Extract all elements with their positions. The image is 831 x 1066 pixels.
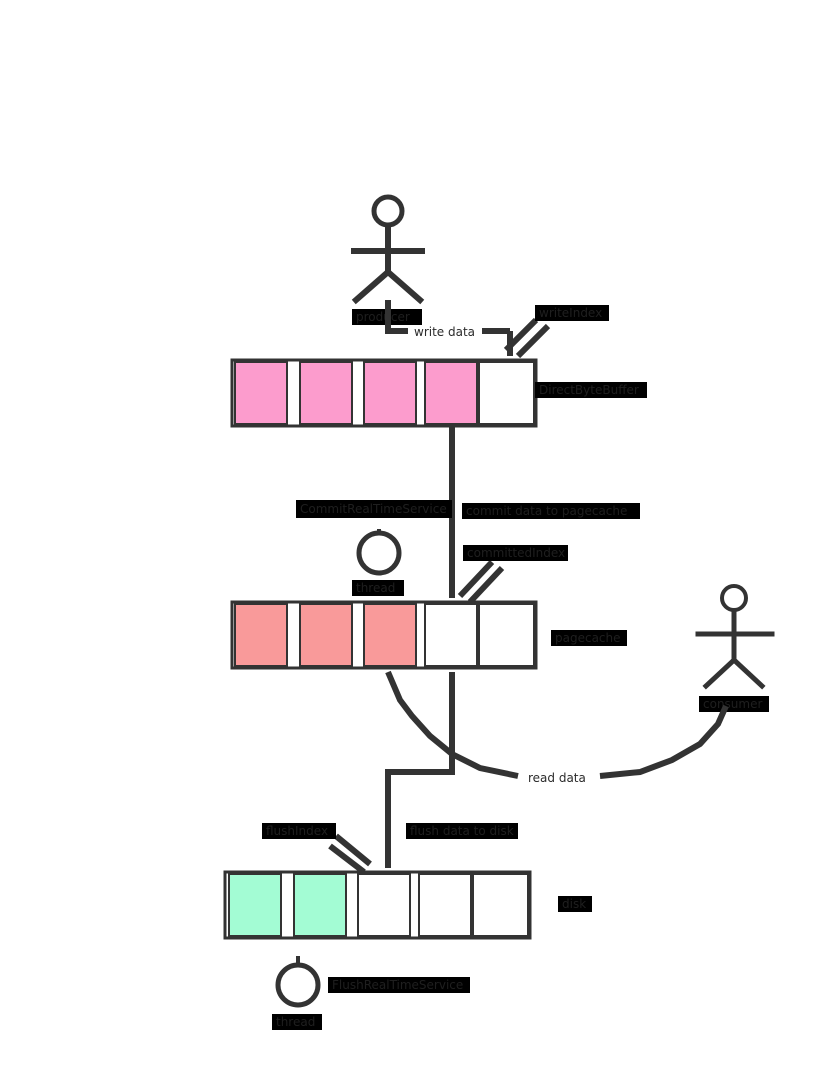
- flush-index-label-bg: [262, 823, 336, 839]
- consumer-actor: consumer: [695, 584, 775, 712]
- flush-thread-label: thread: [276, 1015, 315, 1029]
- flush-service-label-bg: [328, 977, 470, 993]
- committed-index-label: committedIndex: [467, 546, 565, 560]
- commit-service-label: CommitRealTimeService: [300, 502, 447, 516]
- committed-index-pointer: [457, 559, 505, 605]
- flush-index-pointer: [328, 833, 372, 875]
- flush-thread-label-bg: [272, 1014, 322, 1030]
- disk-label: disk: [562, 897, 586, 911]
- disk-cell-empty: [418, 873, 472, 937]
- producer-actor: producer: [351, 194, 425, 325]
- disk-cell-filled: [228, 873, 282, 937]
- flush-data-edge: [385, 672, 455, 868]
- flush-data-label-bg: [406, 823, 518, 839]
- disk-label-bg: [558, 896, 592, 912]
- direct-byte-buffer: [230, 358, 538, 428]
- flush-index-label: flushIndex: [266, 824, 328, 838]
- direct-buffer-cell-filled: [299, 361, 353, 425]
- direct-buffer-cell-filled: [363, 361, 417, 425]
- producer-label: producer: [356, 310, 410, 324]
- disk-cell-empty: [357, 873, 411, 937]
- page-cache-label: pagecache: [555, 631, 621, 645]
- page-cache-cell-filled: [234, 603, 288, 667]
- direct-buffer-cell-filled: [234, 361, 288, 425]
- committed-index-label-bg: [463, 545, 568, 561]
- read-data-edge: [385, 670, 729, 779]
- flush-thread: FlushRealTimeService thread: [272, 956, 470, 1030]
- commit-thread: CommitRealTimeService thread: [296, 500, 452, 596]
- commit-data-label: commit data to pagecache: [466, 504, 627, 518]
- write-index-label: writeIndex: [539, 306, 602, 320]
- write-index-label-bg: [535, 305, 609, 321]
- page-cache-cell-empty: [478, 603, 535, 667]
- page-cache-label-bg: [551, 630, 627, 646]
- direct-buffer-cell-empty: [478, 361, 535, 425]
- page-cache-cell-filled: [299, 603, 353, 667]
- consumer-label: consumer: [703, 697, 762, 711]
- direct-buffer-label: DirectByteBuffer: [539, 383, 639, 397]
- write-index-pointer: [503, 317, 551, 359]
- stick-figure-icon: [351, 194, 425, 305]
- commit-data-label-bg: [462, 503, 640, 519]
- commit-service-label-bg: [296, 500, 452, 518]
- disk-cell-empty: [472, 873, 529, 937]
- disk-cell-filled: [293, 873, 347, 937]
- stick-figure-icon: [695, 584, 775, 690]
- page-cache-cell-filled: [363, 603, 417, 667]
- page-cache-buffer: [230, 600, 538, 670]
- flush-service-label: FlushRealTimeService: [332, 978, 463, 992]
- commit-thread-label: thread: [356, 581, 395, 595]
- write-data-label: write data: [414, 325, 475, 339]
- clock-icon: [275, 956, 321, 1008]
- consumer-label-bg: [699, 696, 769, 712]
- direct-buffer-label-bg: [535, 382, 647, 398]
- disk-buffer: [223, 870, 532, 940]
- read-data-label: read data: [528, 771, 586, 785]
- direct-buffer-cell-filled: [424, 361, 478, 425]
- flush-data-label: flush data to disk: [410, 824, 514, 838]
- clock-icon: [356, 529, 402, 576]
- commit-thread-label-bg: [352, 580, 404, 596]
- page-cache-cell-empty: [424, 603, 478, 667]
